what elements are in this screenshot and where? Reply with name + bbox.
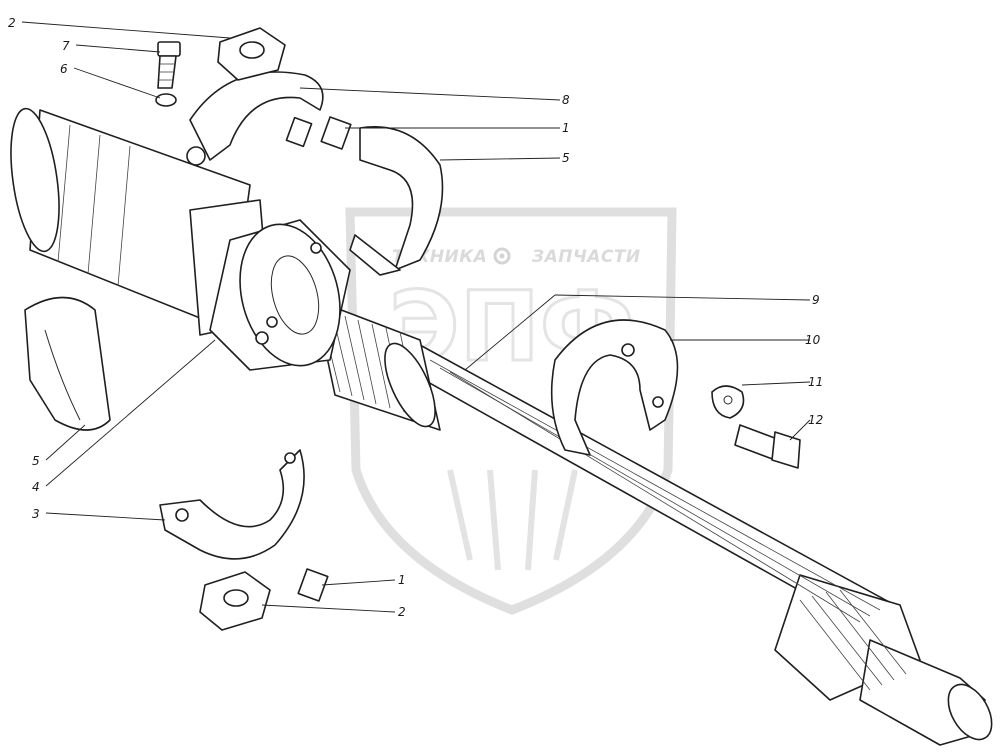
lower-clamp xyxy=(159,449,305,560)
callout-1-bottom: 1 xyxy=(398,573,406,587)
callout-5-left: 5 xyxy=(32,454,40,468)
callout-9: 9 xyxy=(812,293,820,307)
shaft xyxy=(314,299,993,746)
callout-11: 11 xyxy=(808,375,823,389)
dowel-pin-bottom xyxy=(297,568,329,602)
splined-hub xyxy=(209,219,351,371)
callout-7: 7 xyxy=(62,39,70,53)
callout-2-top: 2 xyxy=(8,16,16,30)
callout-leaders xyxy=(21,21,811,613)
callout-1-top: 1 xyxy=(562,121,570,135)
bearing-shell-left xyxy=(24,296,111,431)
callout-4: 4 xyxy=(32,480,40,494)
bearing-shell-top xyxy=(349,126,444,276)
callout-8: 8 xyxy=(562,93,570,107)
gear-icon xyxy=(493,247,511,265)
tab-washer xyxy=(711,385,745,419)
lock-washer xyxy=(155,93,177,107)
square-nut-bottom xyxy=(199,571,271,631)
callout-labels: 2 7 6 8 1 5 9 10 11 12 5 4 3 1 2 xyxy=(8,16,823,619)
square-nut-top xyxy=(217,27,286,81)
hex-bolt xyxy=(734,424,801,469)
callout-3: 3 xyxy=(32,507,40,521)
upper-clamp xyxy=(186,71,324,166)
dowel-pin-top xyxy=(320,116,352,150)
watermark-wheat xyxy=(447,469,578,571)
half-ring xyxy=(550,319,679,456)
cap-screw xyxy=(157,41,181,89)
callout-10: 10 xyxy=(805,333,821,347)
callout-6: 6 xyxy=(60,62,68,76)
callout-2-bottom: 2 xyxy=(398,605,406,619)
watermark-brand-right: ЗАПЧАСТИ xyxy=(531,247,641,267)
callout-12: 12 xyxy=(808,413,823,427)
callout-5-right: 5 xyxy=(562,151,570,165)
